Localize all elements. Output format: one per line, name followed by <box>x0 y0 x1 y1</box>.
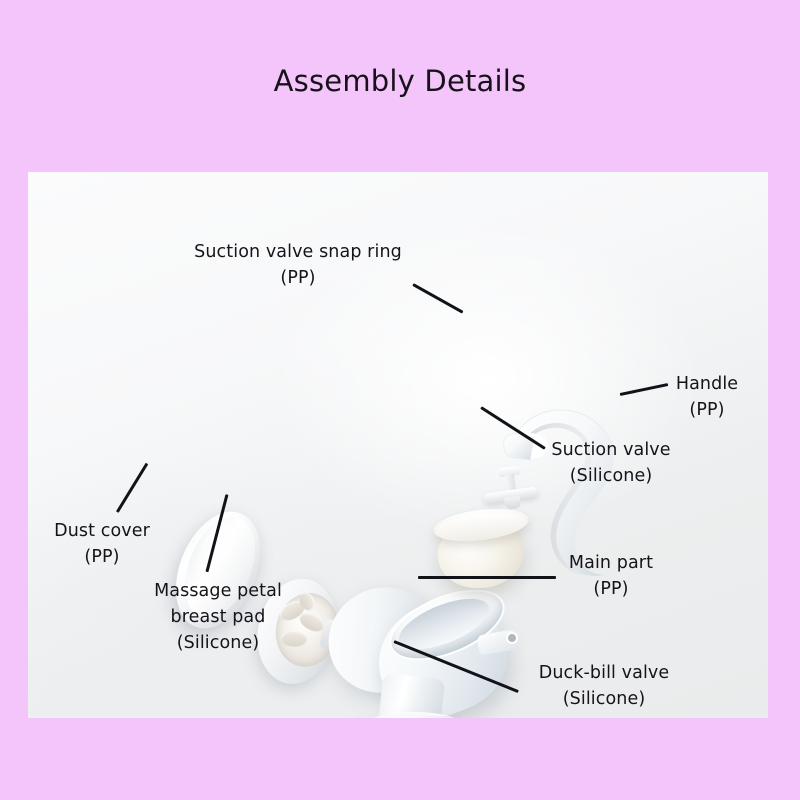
main-part-tab-hole <box>508 634 516 642</box>
main-part-base-top <box>366 712 462 718</box>
label-duck-bill-valve: Duck-bill valve (Silicone) <box>538 663 670 709</box>
label-handle: Handle (PP) <box>675 374 739 420</box>
page-title: Assembly Details <box>273 64 527 98</box>
leader-line-suction-valve-snap-ring <box>412 283 464 314</box>
part-main-part <box>310 568 538 718</box>
leader-line-main-part <box>418 576 556 579</box>
leader-line-handle <box>619 383 669 396</box>
label-dust-cover: Dust cover (PP) <box>54 521 150 567</box>
main-part-base <box>366 716 462 718</box>
diagram-panel: Suction valve snap ring (PP) Handle (PP)… <box>28 172 768 718</box>
label-main-part: Main part (PP) <box>568 553 654 599</box>
label-massage-petal-breast-pad: Massage petal breast pad (Silicone) <box>154 581 282 653</box>
petal-leaf <box>280 630 308 648</box>
leader-line-dust-cover <box>115 462 149 514</box>
label-suction-valve: Suction valve (Silicone) <box>551 440 671 486</box>
label-suction-valve-snap-ring: Suction valve snap ring (PP) <box>194 242 402 288</box>
